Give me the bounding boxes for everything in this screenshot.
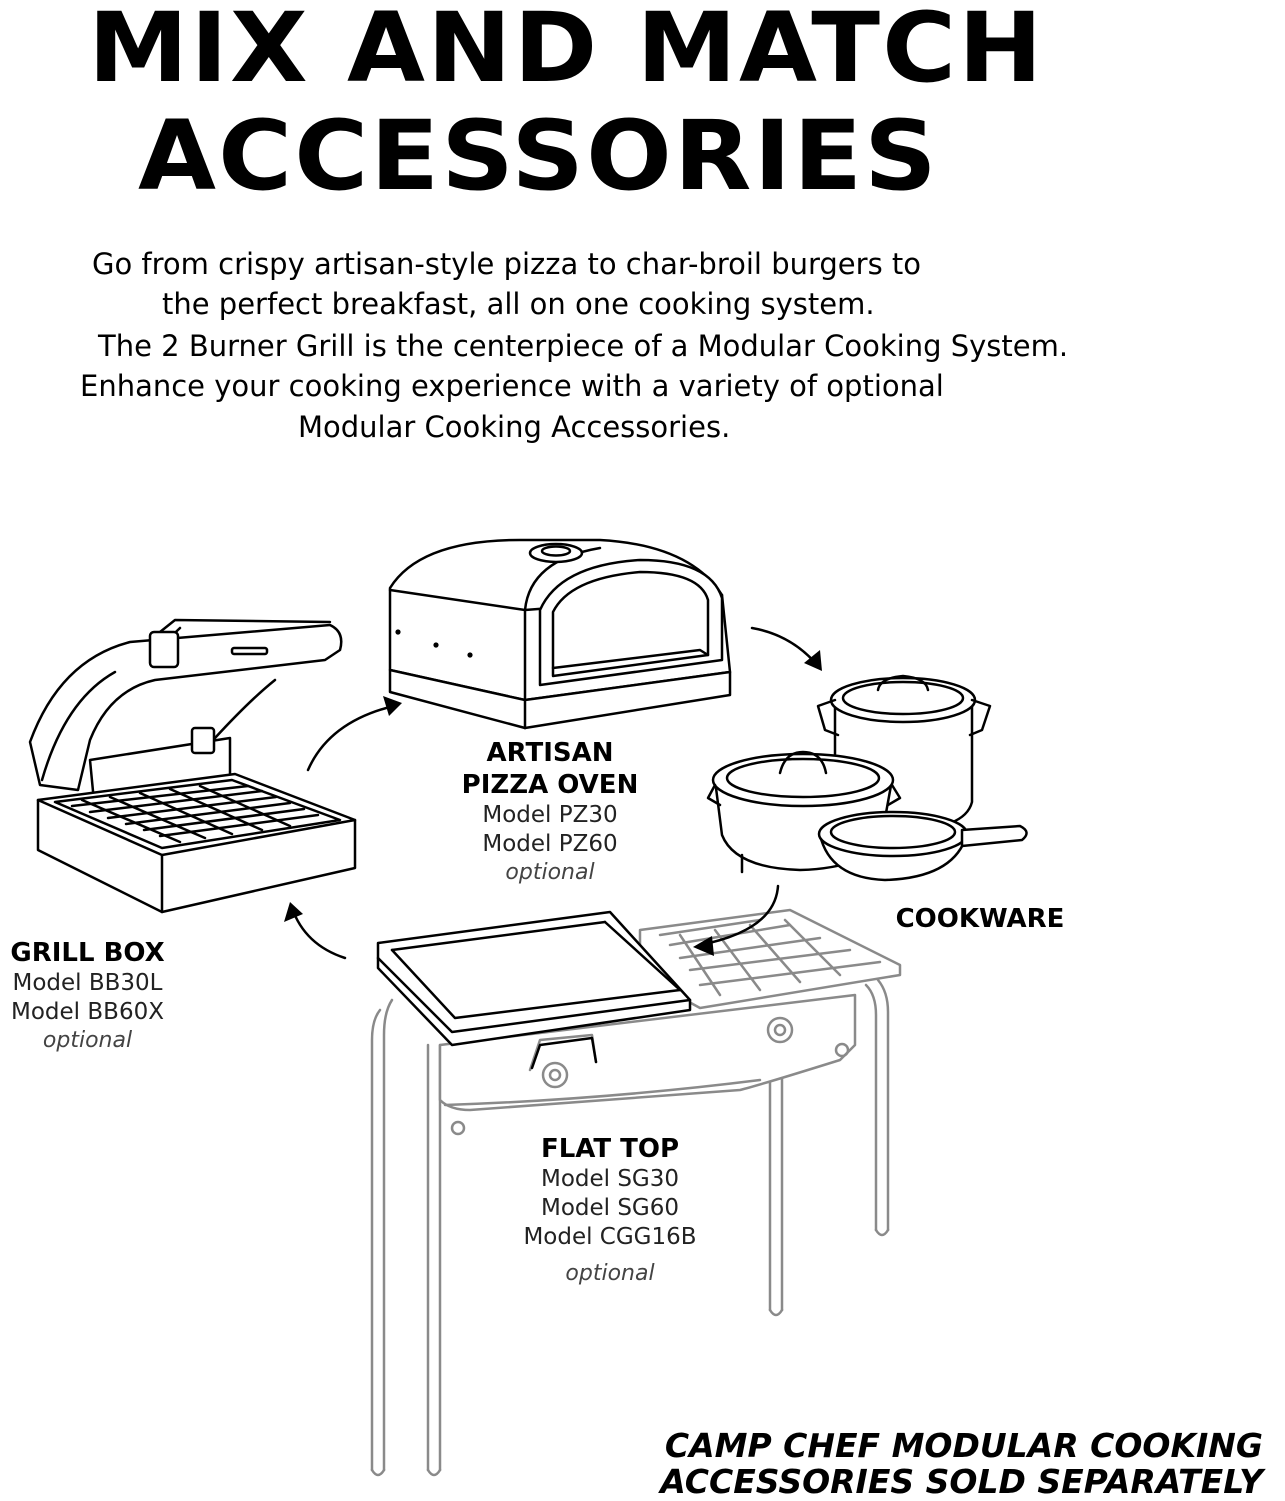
- pizza-oven-model-1: Model PZ30: [482, 802, 618, 828]
- cookware-name: COOKWARE: [895, 904, 1065, 934]
- grill-box-model-1: Model BB30L: [12, 970, 163, 996]
- grill-box-model-2: Model BB60X: [11, 999, 164, 1025]
- flat-top-illustration: [376, 910, 692, 1070]
- flat-top-optional-note: optional: [565, 1261, 655, 1286]
- flat-top-model-3: Model CGG16B: [523, 1224, 697, 1250]
- grill-box-illustration: [28, 618, 357, 914]
- pizza-oven-model-2: Model PZ60: [482, 831, 618, 857]
- curved-arrow-icon: [284, 626, 822, 960]
- grill-box-label: GRILL BOX Model BB30L Model BB60X option…: [0, 940, 175, 1052]
- page-title-line-1: MIX AND MATCH: [88, 0, 1045, 104]
- intro-line-2: the perfect breakfast, all on one cookin…: [162, 287, 875, 321]
- grill-box-name: GRILL BOX: [10, 938, 165, 968]
- intro-line-4: Enhance your cooking experience with a v…: [80, 369, 944, 403]
- flat-top-model-2: Model SG60: [540, 1195, 680, 1221]
- cookware-label: COOKWARE: [870, 906, 1090, 932]
- flat-top-label: FLAT TOP Model SG30 Model SG60 Model CGG…: [490, 1136, 730, 1285]
- intro-line-3: The 2 Burner Grill is the centerpiece of…: [98, 329, 1069, 363]
- footer-disclaimer: CAMP CHEF MODULAR COOKING ACCESSORIES SO…: [660, 1426, 1263, 1501]
- page-title-line-2: ACCESSORIES: [138, 100, 939, 212]
- footer-line-1: CAMP CHEF MODULAR COOKING: [664, 1426, 1263, 1465]
- pizza-oven-name-line-1: ARTISAN: [486, 738, 614, 768]
- pizza-oven-label: ARTISAN PIZZA OVEN Model PZ30 Model PZ60…: [430, 740, 670, 884]
- footer-line-2: ACCESSORIES SOLD SEPARATELY: [660, 1462, 1263, 1501]
- pizza-oven-illustration: [388, 538, 732, 730]
- intro-line-5: Modular Cooking Accessories.: [298, 410, 731, 444]
- pizza-oven-optional-note: optional: [505, 860, 595, 885]
- pizza-oven-name-line-2: PIZZA OVEN: [461, 770, 639, 800]
- cookware-illustration: [706, 674, 1028, 882]
- grill-box-optional-note: optional: [42, 1028, 133, 1053]
- flat-top-name: FLAT TOP: [540, 1134, 680, 1164]
- intro-line-1: Go from crispy artisan-style pizza to ch…: [92, 247, 922, 281]
- flat-top-model-1: Model SG30: [540, 1166, 680, 1192]
